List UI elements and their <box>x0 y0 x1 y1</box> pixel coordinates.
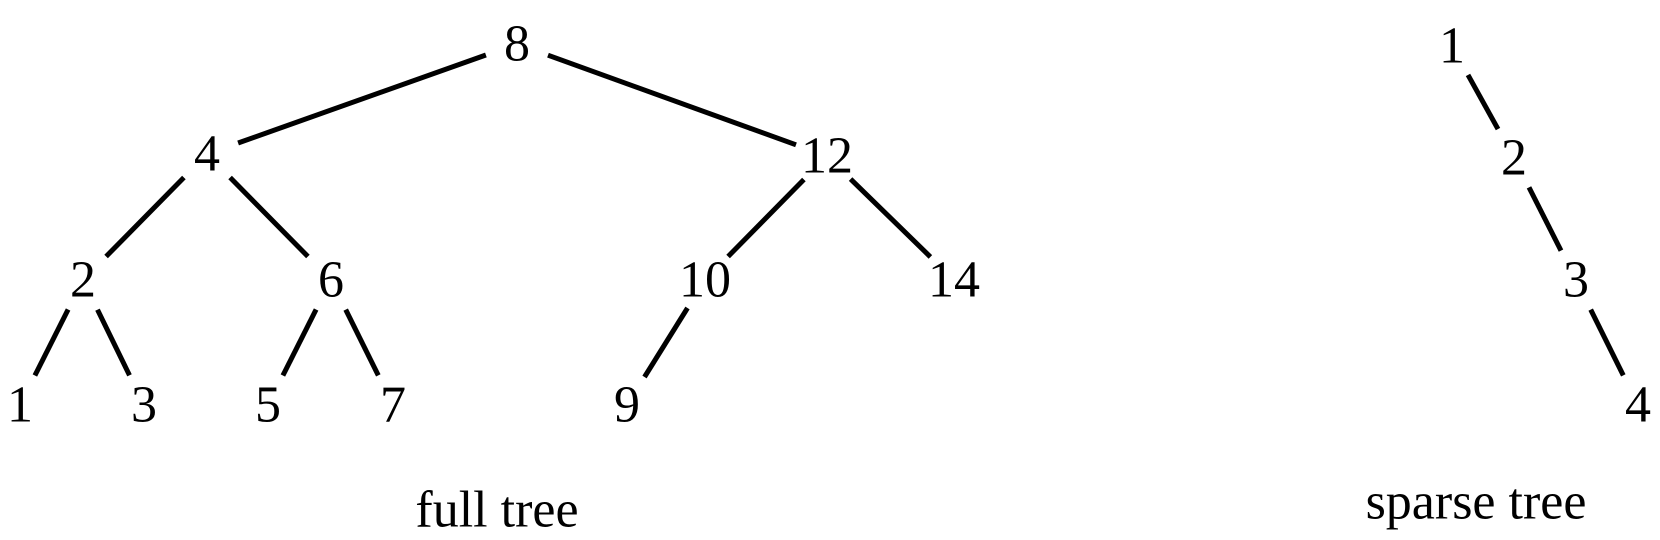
full-tree-edge-n6-n5 <box>280 308 319 377</box>
sparse-tree-node-3: 3 <box>1563 252 1589 309</box>
sparse-tree-caption: sparse tree <box>1366 474 1587 531</box>
full-tree-node-9: 9 <box>614 377 640 434</box>
sparse-tree: 12 3 4 sparse tree <box>1366 18 1651 531</box>
full-tree-edge-n2-n1 <box>32 308 71 377</box>
sparse-tree-nodes: 12 3 4 <box>1439 18 1651 434</box>
full-tree-node-3: 3 <box>131 377 157 434</box>
full-tree-node-2: 2 <box>70 252 96 309</box>
sparse-tree-edge-s3-s4 <box>1588 308 1626 377</box>
full-tree-edge-n8-n4 <box>237 52 487 146</box>
sparse-tree-edge-s1-s2 <box>1465 73 1501 131</box>
full-tree-node-7: 7 <box>380 377 406 434</box>
full-tree-node-10: 10 <box>679 252 731 309</box>
sparse-tree-edges <box>1465 73 1626 377</box>
full-tree-node-12: 12 <box>801 128 853 185</box>
full-tree-edge-n12-n10 <box>726 177 806 259</box>
sparse-tree-edge-s2-s3 <box>1526 186 1564 252</box>
full-tree-edge-n8-n12 <box>547 52 797 148</box>
full-tree-node-8: 8 <box>504 16 530 73</box>
full-tree-node-1: 1 <box>7 377 33 434</box>
full-tree-edge-n12-n14 <box>848 177 933 259</box>
full-tree-node-4: 4 <box>194 126 220 183</box>
sparse-tree-node-2: 2 <box>1501 130 1527 187</box>
full-tree-edge-n10-n9 <box>642 306 690 379</box>
full-tree: 8 4 12 2 6 10 14 1 3 5 7 9 full tree <box>7 16 980 539</box>
full-tree-edge-n4-n6 <box>228 175 310 259</box>
full-tree-edge-n2-n3 <box>95 308 132 377</box>
full-tree-edges <box>32 52 933 379</box>
sparse-tree-node-1: 1 <box>1439 18 1465 75</box>
full-tree-edge-n6-n7 <box>343 308 381 377</box>
full-tree-nodes: 8 4 12 2 6 10 14 1 3 5 7 9 <box>7 16 980 434</box>
sparse-tree-node-4: 4 <box>1625 377 1651 434</box>
full-tree-caption: full tree <box>415 482 578 539</box>
full-tree-node-6: 6 <box>318 252 344 309</box>
full-tree-node-14: 14 <box>928 252 980 309</box>
full-tree-edge-n4-n2 <box>104 175 186 259</box>
full-tree-node-5: 5 <box>255 377 281 434</box>
